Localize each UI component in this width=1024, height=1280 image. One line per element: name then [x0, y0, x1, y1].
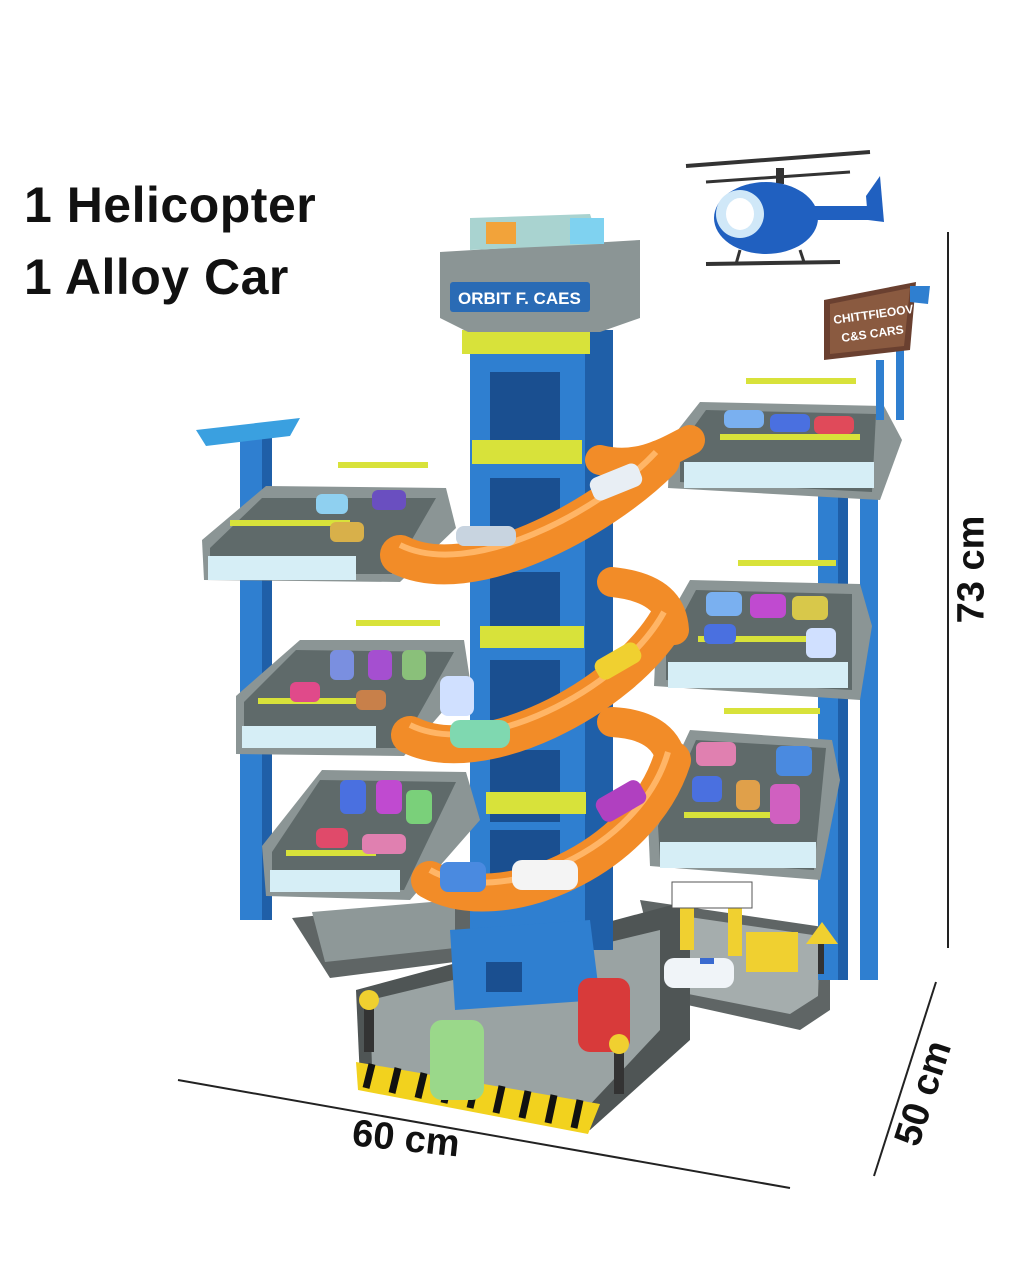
helipad-top [196, 418, 300, 446]
billboard: CHITTFIEOOV C&S CARS [824, 282, 930, 420]
toy-cars [290, 410, 854, 1100]
width-dimension-line [177, 1079, 791, 1189]
height-dimension-label: 73 cm [950, 515, 993, 624]
decor-posts [359, 881, 838, 1094]
helicopter-icon [685, 150, 884, 266]
depth-dimension-line [873, 981, 937, 1177]
headline-helicopter: 1 Helicopter [24, 177, 317, 233]
headline-alloy-car: 1 Alloy Car [24, 249, 289, 305]
tower-sign: ORBIT F. CAES [458, 289, 581, 308]
